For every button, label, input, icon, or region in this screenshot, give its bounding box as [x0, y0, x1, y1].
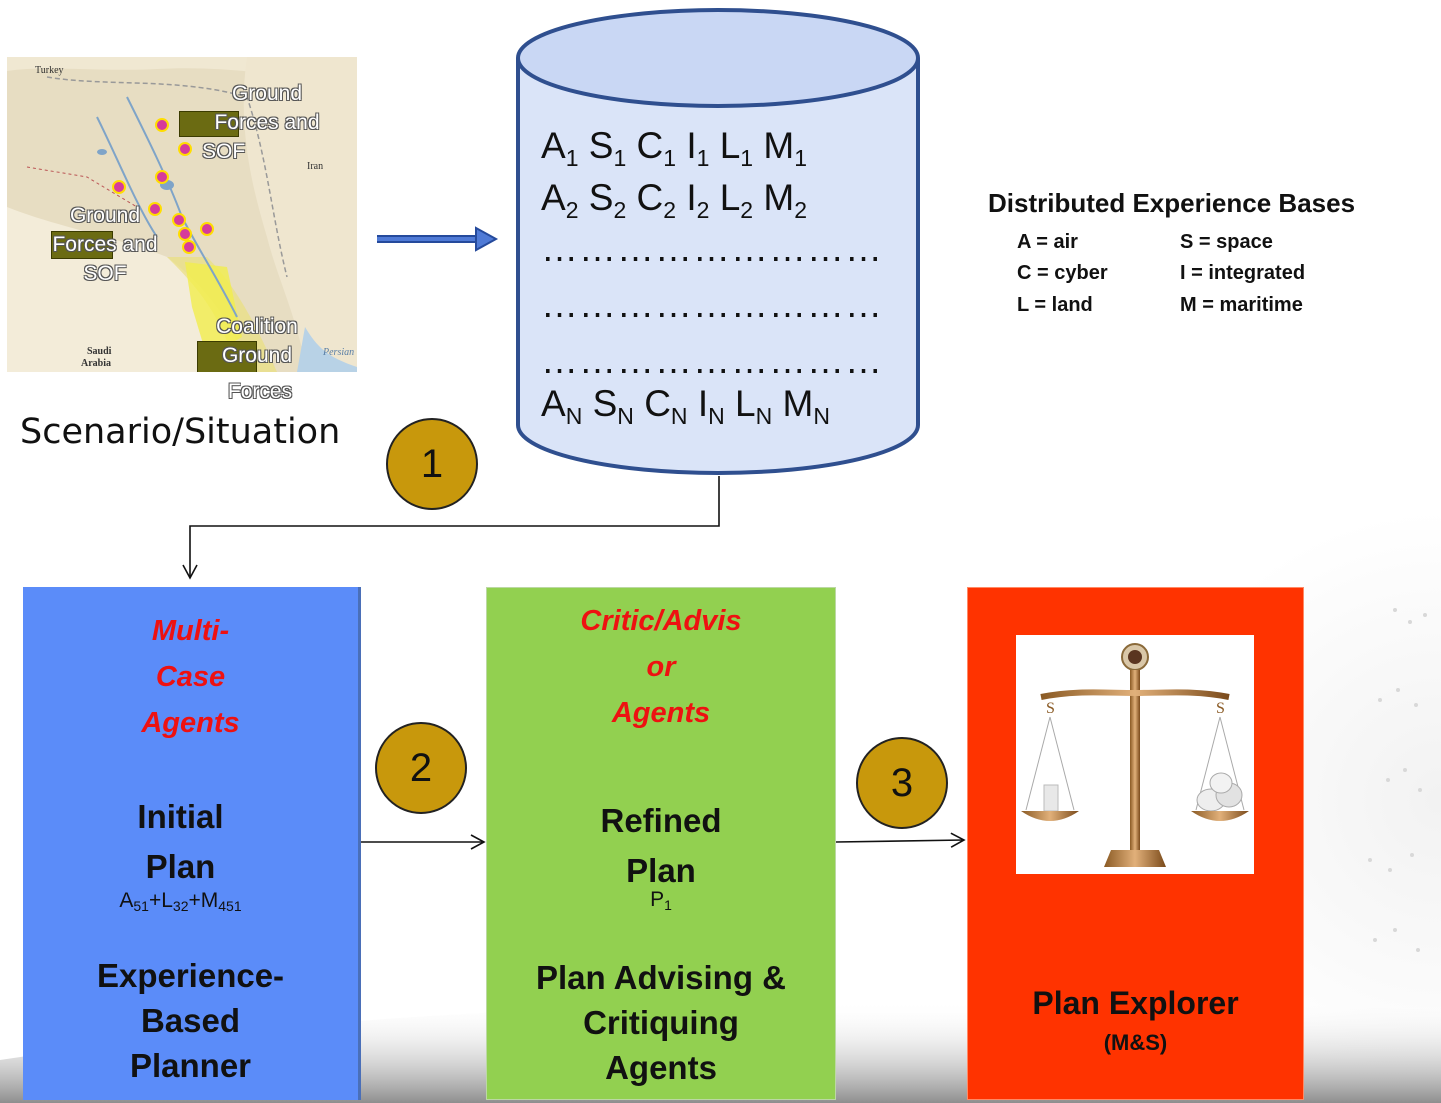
map-place-arabia: Arabia	[81, 358, 111, 369]
plan-explorer-subtitle: (M&S)	[1103, 1030, 1168, 1055]
step-marker-2: 2	[375, 722, 467, 814]
scenario-label: Scenario/Situation	[20, 412, 341, 452]
database-ellipsis-1: ………………………	[541, 228, 883, 269]
database-row-n: AN SN CN IN LN MN	[541, 383, 830, 429]
database-row-1: A1 S1 C1 I1 L1 M1	[541, 125, 807, 171]
svg-text:S: S	[1046, 700, 1055, 717]
map-place-turkey: Turkey	[35, 65, 64, 76]
svg-text:S: S	[1216, 700, 1225, 717]
flow-connector-database-to-planner	[182, 476, 720, 580]
experience-database-cylinder	[516, 8, 920, 475]
legend-item-integrated: I = integrated	[1180, 262, 1306, 284]
step-marker-1: 1	[386, 418, 478, 510]
flow-connector-critic-to-explorer	[835, 832, 966, 848]
unit-marker-north	[179, 111, 239, 137]
map-place-iran: Iran	[307, 161, 323, 172]
database-ellipsis-3: ………………………	[541, 340, 883, 381]
flow-arrow-to-database	[377, 226, 499, 252]
unit-marker-south	[197, 341, 257, 372]
map-terrain: Turkey Iran Saudi Arabia Persian	[7, 57, 357, 372]
database-ellipsis-2: ………………………	[541, 284, 883, 325]
unit-marker-west	[51, 231, 113, 259]
legend-item-maritime: M = maritime	[1180, 294, 1303, 316]
critic-plan-formula: P1	[650, 888, 672, 913]
plan-explorer-panel: S S Plan Explorer (M&S)	[967, 587, 1304, 1100]
legend-item-cyber: C = cyber	[1017, 262, 1108, 284]
balance-scale-icon: S S	[1021, 643, 1249, 867]
balance-scale-image: S S	[1016, 635, 1254, 874]
map-place-persian: Persian	[322, 347, 354, 358]
map-place-saudi: Saudi	[87, 346, 112, 357]
plan-explorer-title: Plan Explorer	[1032, 985, 1239, 1021]
step-marker-3: 3	[856, 737, 948, 829]
legend-item-land: L = land	[1017, 294, 1093, 316]
map-label-forces: Forces	[227, 380, 293, 403]
legend-item-space: S = space	[1180, 231, 1273, 253]
planner-plan-formula: A51+L32+M451	[119, 889, 242, 914]
database-row-2: A2 S2 C2 I2 L2 M2	[541, 177, 807, 223]
legend-item-air: A = air	[1017, 231, 1078, 253]
legend-title: Distributed Experience Bases	[988, 188, 1356, 218]
